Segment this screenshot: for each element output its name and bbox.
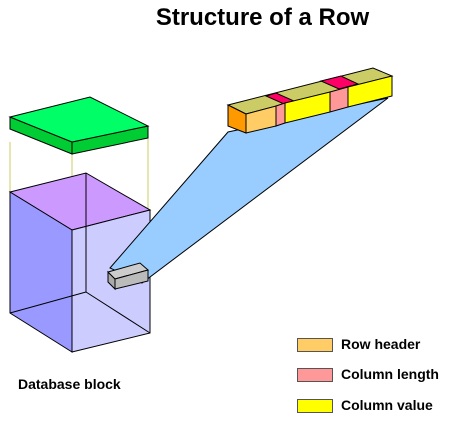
row-chip — [107, 262, 150, 291]
diagram-title: Structure of a Row — [155, 4, 370, 31]
legend-label-column-length: Column length — [341, 366, 439, 382]
block-hidden-edge-left — [9, 291, 87, 314]
row-chip-side — [114, 269, 149, 290]
legend-swatch-row-header — [297, 338, 333, 352]
block-header-slab — [8, 96, 150, 155]
legend-swatch-column-value — [297, 399, 333, 413]
column-length-front-2 — [329, 86, 349, 113]
column-value-front-2 — [347, 75, 393, 108]
row-bar — [226, 67, 394, 134]
legend-swatch-column-length — [297, 368, 333, 382]
database-block-label: Database block — [18, 376, 121, 392]
block-hidden-edge-right — [85, 291, 151, 334]
legend-label-column-value: Column value — [341, 397, 433, 413]
legend-label-row-header: Row header — [341, 336, 421, 352]
slab-top-face — [8, 96, 150, 143]
column-length-front-1 — [275, 102, 286, 127]
